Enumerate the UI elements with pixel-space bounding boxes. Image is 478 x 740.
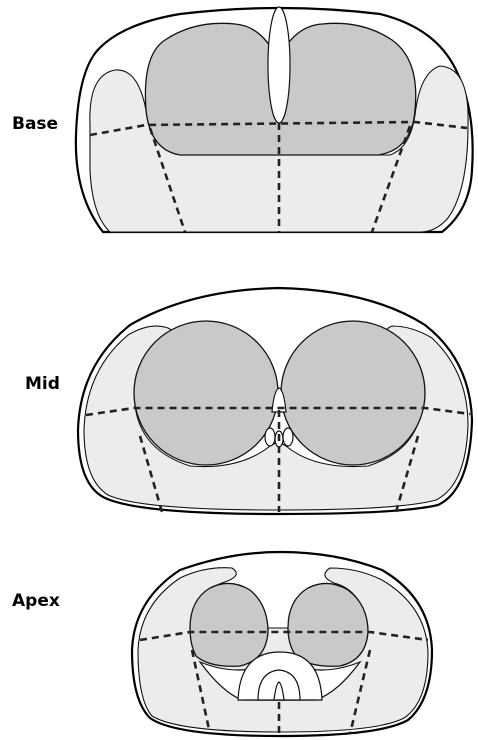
apex-section: Apex	[12, 550, 434, 738]
base-peripheral-zone	[89, 65, 469, 233]
mid-duct-right	[282, 427, 294, 447]
mid-right-division	[394, 435, 420, 513]
mid-section: Mid	[25, 286, 474, 516]
mid-central-zone-right	[280, 320, 426, 466]
mid-urethra	[271, 387, 287, 413]
mid-duct-left	[264, 427, 276, 447]
base-section: Base	[12, 6, 474, 234]
base-horizontal-division	[89, 120, 468, 137]
mid-label: Mid	[25, 374, 60, 394]
apex-right-division	[348, 649, 372, 735]
apex-left-division	[190, 649, 212, 735]
apex-urethra-notch	[273, 681, 285, 701]
base-urethra-slit	[267, 6, 291, 124]
apex-horizontal-division	[139, 630, 429, 642]
base-left-division	[148, 127, 187, 233]
apex-label: Apex	[12, 591, 60, 611]
base-label: Base	[12, 114, 58, 134]
mid-left-division	[138, 435, 164, 513]
mid-horizontal-division	[85, 406, 471, 417]
base-right-division	[370, 125, 412, 233]
mid-central-zone-left	[133, 320, 279, 466]
apex-peripheral-zone	[137, 567, 429, 733]
apex-central-zone-left	[189, 582, 269, 667]
